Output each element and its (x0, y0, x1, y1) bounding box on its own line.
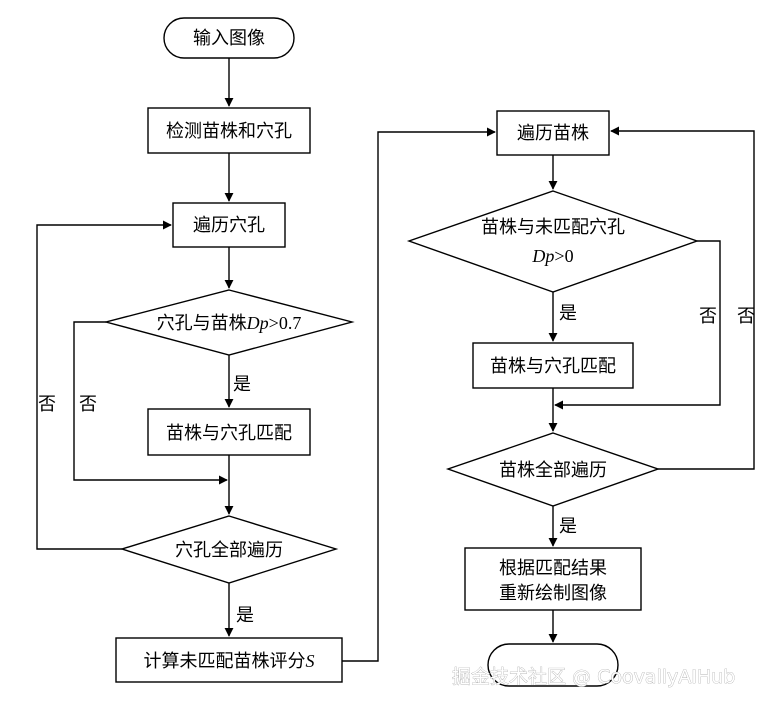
match-box-right (472, 342, 634, 389)
match-label-right: 苗株与穴孔匹配 (490, 356, 616, 377)
end-terminator (487, 643, 619, 687)
cond-left-label: 穴孔与苗株Dp>0.7 (157, 313, 302, 334)
cond-right-line2: Dp>0 (531, 246, 573, 266)
arrow-cond-no (73, 321, 228, 485)
redraw-line2: 重新绘制图像 (499, 583, 607, 604)
compute-score-label: 计算未匹配苗株评分S (144, 651, 315, 672)
no-label-3: 否 (699, 306, 717, 327)
yes-label-3: 是 (559, 303, 577, 324)
compute-score-box (115, 637, 343, 683)
redraw-box (464, 547, 642, 611)
detect-box (147, 107, 311, 154)
arrow-all-no-loopback (36, 220, 172, 550)
detect-label: 检测苗株和穴孔 (166, 121, 292, 142)
all-seedlings-label: 苗株全部遍历 (499, 460, 607, 481)
start-label: 输入图像 (193, 28, 265, 49)
loop-holes-label: 遍历穴孔 (193, 215, 265, 236)
yes-label-1: 是 (233, 374, 251, 395)
loop-seedlings-label: 遍历苗株 (517, 123, 589, 144)
redraw-line1: 根据匹配结果 (499, 558, 607, 579)
arrow-rall-no-loopback (610, 126, 755, 470)
match-label-left: 苗株与穴孔匹配 (166, 423, 292, 444)
arrow-compute-to-right-loop (342, 127, 496, 662)
no-label-2: 否 (38, 394, 56, 415)
watermark: 掘金技术社区 @ CoovallyAIHub (452, 666, 735, 688)
all-holes-label: 穴孔全部遍历 (175, 540, 283, 561)
no-label-4: 否 (737, 306, 755, 327)
no-label-1: 否 (79, 394, 97, 415)
cond-right-line1: 苗株与未匹配穴孔 (481, 217, 625, 238)
yes-label-2: 是 (236, 605, 254, 626)
yes-label-4: 是 (559, 516, 577, 537)
cond-diamond-right (406, 190, 700, 293)
arrow-rcond-no (554, 240, 721, 410)
